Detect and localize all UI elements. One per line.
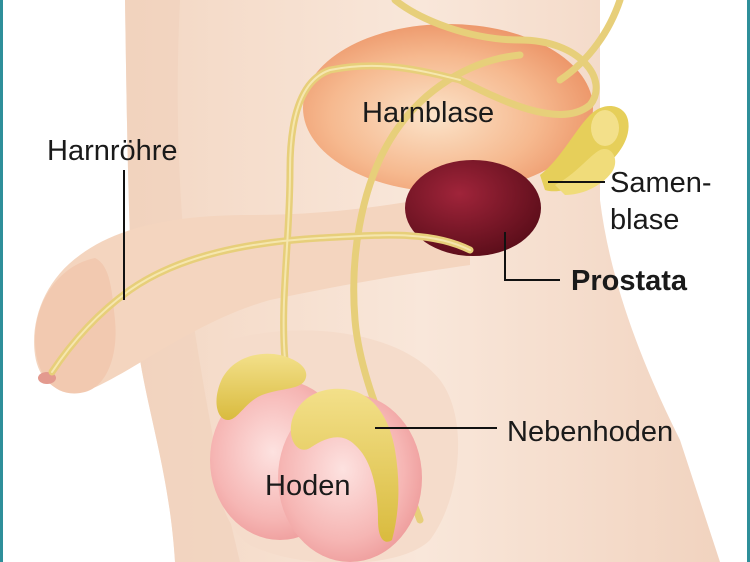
penis-shape: [34, 190, 470, 392]
label-samenblase-line1: Samen-: [610, 167, 712, 199]
label-samenblase-line2: blase: [610, 204, 679, 236]
label-hoden: Hoden: [265, 470, 350, 502]
label-harnblase: Harnblase: [362, 97, 494, 129]
seminal-vesicle: [540, 105, 629, 195]
prostate: [405, 160, 541, 256]
glans-shape: [35, 258, 116, 394]
leader-lines: [123, 170, 605, 429]
epididymis-left: [216, 353, 307, 420]
label-harnroehre: Harnröhre: [47, 135, 178, 167]
label-prostata: Prostata: [571, 265, 688, 297]
epididymis-right: [290, 388, 399, 542]
leader-prostata: [504, 232, 560, 281]
label-nebenhoden: Nebenhoden: [507, 416, 673, 448]
